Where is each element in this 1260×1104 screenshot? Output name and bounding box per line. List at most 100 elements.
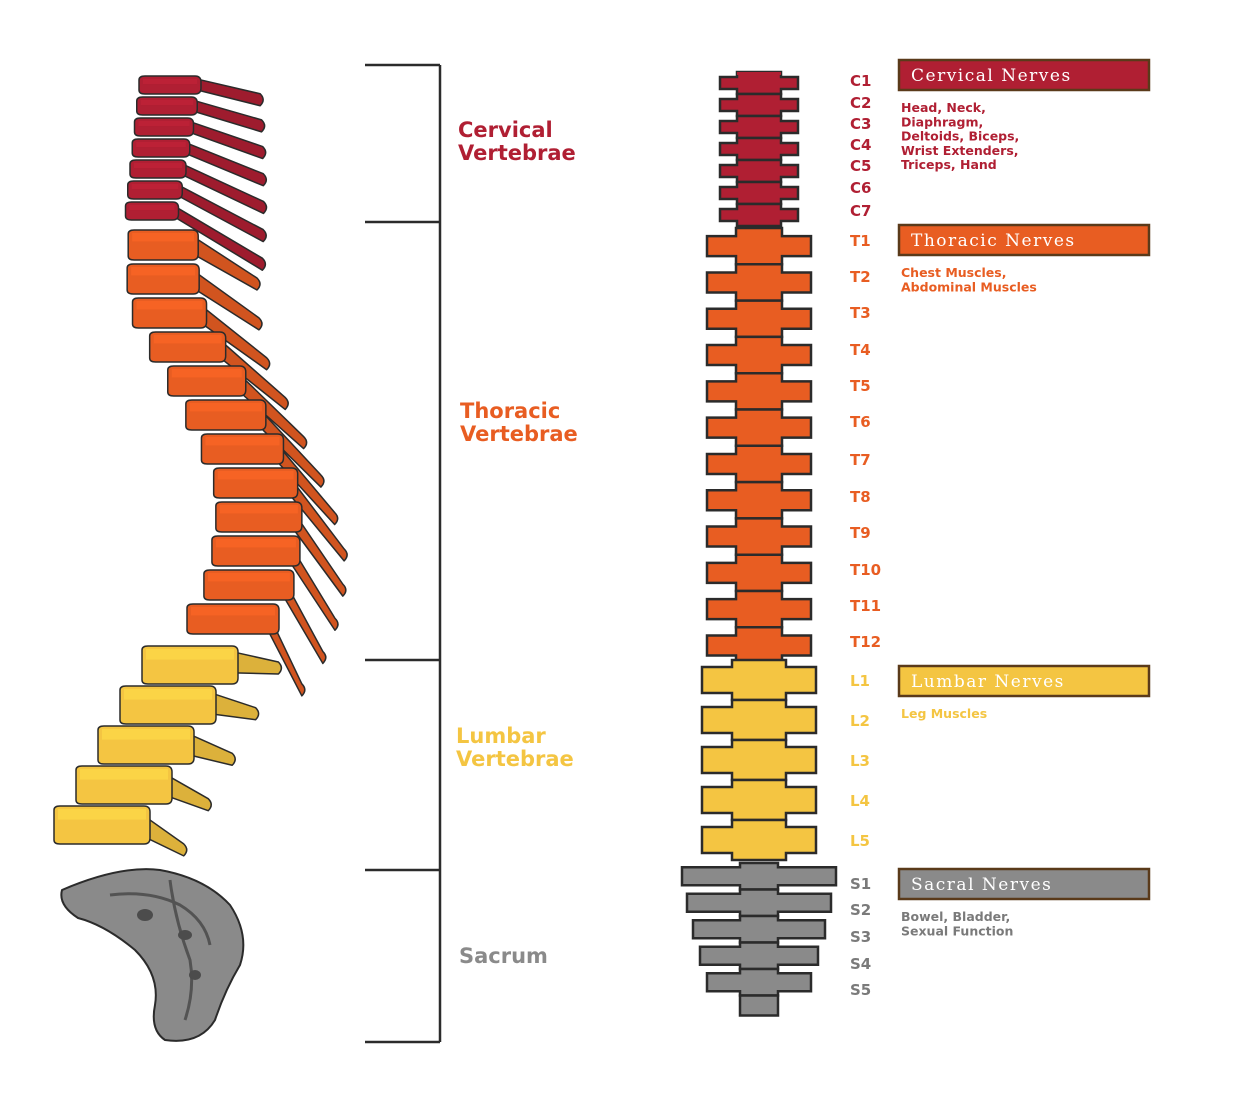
level-label-t3: T3 [850, 304, 871, 322]
level-label-c5: C5 [850, 157, 871, 175]
level-label-l3: L3 [850, 752, 870, 770]
lumbar-vertebra-l3 [97, 725, 236, 767]
nerve-title-box [897, 223, 1151, 257]
nerve-title: Sacral Nerves [911, 875, 1052, 895]
vertebral-body [133, 117, 195, 137]
vertebra-highlight [131, 184, 179, 190]
thoracic-vertebra-t5 [167, 365, 308, 450]
schematic-top-cap [737, 72, 781, 75]
thoracic-vertebra-t2 [126, 263, 263, 331]
schematic-segment-s5 [705, 967, 813, 997]
thoracic-vertebra-t4 [148, 331, 289, 411]
region-label-line1: Thoracic [460, 399, 560, 423]
schematic-spinal-column [680, 70, 838, 1017]
schematic-segment-c2 [718, 92, 800, 118]
level-label-c6: C6 [850, 179, 871, 197]
vertebra-highlight [219, 505, 298, 514]
level-label-t2: T2 [850, 268, 871, 286]
region-labels: CervicalVertebraeThoracicVertebraeLumbar… [456, 118, 578, 968]
thoracic-vertebra-t1 [127, 229, 261, 291]
nerve-title: Cervical Nerves [911, 66, 1072, 86]
level-label-s1: S1 [850, 875, 871, 893]
region-bracket [365, 63, 442, 1044]
sacrum-ridge [168, 879, 194, 1021]
region-label-line2: Vertebrae [458, 141, 576, 165]
vertebra-highlight [80, 769, 168, 780]
nerve-title: Thoracic Nerves [911, 231, 1076, 251]
schematic-segment-t2 [705, 263, 813, 302]
nerve-title-box [897, 58, 1151, 92]
level-label-t8: T8 [850, 488, 871, 506]
level-label-l2: L2 [850, 712, 870, 730]
schematic-segment-c4 [718, 136, 800, 162]
nerve-description: Deltoids, Biceps, [901, 129, 1019, 144]
schematic-segment-c1 [718, 70, 800, 96]
region-label-line2: Vertebrae [456, 747, 574, 771]
level-label-t9: T9 [850, 524, 871, 542]
spinous-process [169, 203, 267, 271]
sacral-foramen [137, 909, 153, 921]
vertebral-body [127, 180, 183, 200]
schematic-segment-t8 [705, 480, 813, 520]
level-label-t5: T5 [850, 377, 871, 395]
level-label-t4: T4 [850, 341, 871, 359]
schematic-segment-l5 [700, 818, 818, 862]
thoracic-vertebra-t8 [212, 467, 348, 562]
vertebra-highlight [134, 163, 182, 169]
schematic-segment-t5 [705, 371, 813, 411]
level-label-s4: S4 [850, 955, 871, 973]
region-label-line1: Lumbar [456, 724, 546, 748]
spinous-process [176, 161, 268, 215]
vertebra-highlight [131, 267, 196, 276]
nerve-description: Wrist Extenders, [901, 143, 1019, 158]
vertebra-highlight [58, 809, 146, 820]
vertebra-highlight [102, 729, 190, 740]
schematic-sacral [680, 861, 838, 1017]
vertebral-body [131, 138, 191, 158]
nerve-description: Triceps, Hand [901, 157, 997, 172]
schematic-segment-t9 [705, 517, 813, 556]
cervical-vertebra-c7 [124, 201, 267, 271]
schematic-segment-l3 [700, 738, 818, 782]
nerve-description: Head, Neck, [901, 100, 986, 115]
cervical-vertebra-c4 [131, 138, 268, 187]
schematic-segment-c3 [718, 114, 800, 140]
nerve-description: Diaphragm, [901, 114, 983, 129]
thoracic-vertebra-t9 [215, 501, 347, 597]
level-label-t11: T11 [850, 597, 881, 615]
lumbar-vertebra-l2 [119, 685, 260, 725]
schematic-segment-t11 [705, 589, 813, 629]
lumbar-vertebra-l5 [53, 805, 188, 857]
nerve-description: Chest Muscles, [901, 265, 1006, 280]
vertebra-highlight [217, 471, 294, 480]
schematic-thoracic [705, 226, 813, 665]
level-label-s2: S2 [850, 901, 871, 919]
thoracic-vertebra-t11 [203, 569, 327, 665]
spinous-process [190, 77, 264, 107]
spinous-process [173, 182, 267, 243]
level-label-c7: C7 [850, 202, 871, 220]
spinous-process [180, 140, 268, 187]
vertebral-body [136, 96, 198, 116]
cervical-vertebra-c3 [133, 117, 267, 160]
level-label-t7: T7 [850, 451, 871, 469]
level-label-c3: C3 [850, 115, 871, 133]
schematic-segment-l2 [700, 698, 818, 742]
schematic-segment-l4 [700, 778, 818, 822]
schematic-segment-t4 [705, 335, 813, 375]
sacral-foramen [189, 970, 201, 980]
lumbar-vertebra-l4 [75, 765, 212, 812]
nerve-description: Abdominal Muscles [901, 279, 1037, 294]
vertebral-body [129, 159, 187, 179]
nerve-title-box [897, 664, 1151, 698]
level-label-c4: C4 [850, 136, 871, 154]
schematic-segment-t10 [705, 553, 813, 593]
schematic-segment-t7 [705, 444, 813, 484]
sacral-foramen [178, 930, 192, 940]
schematic-segment-l1 [700, 658, 818, 702]
